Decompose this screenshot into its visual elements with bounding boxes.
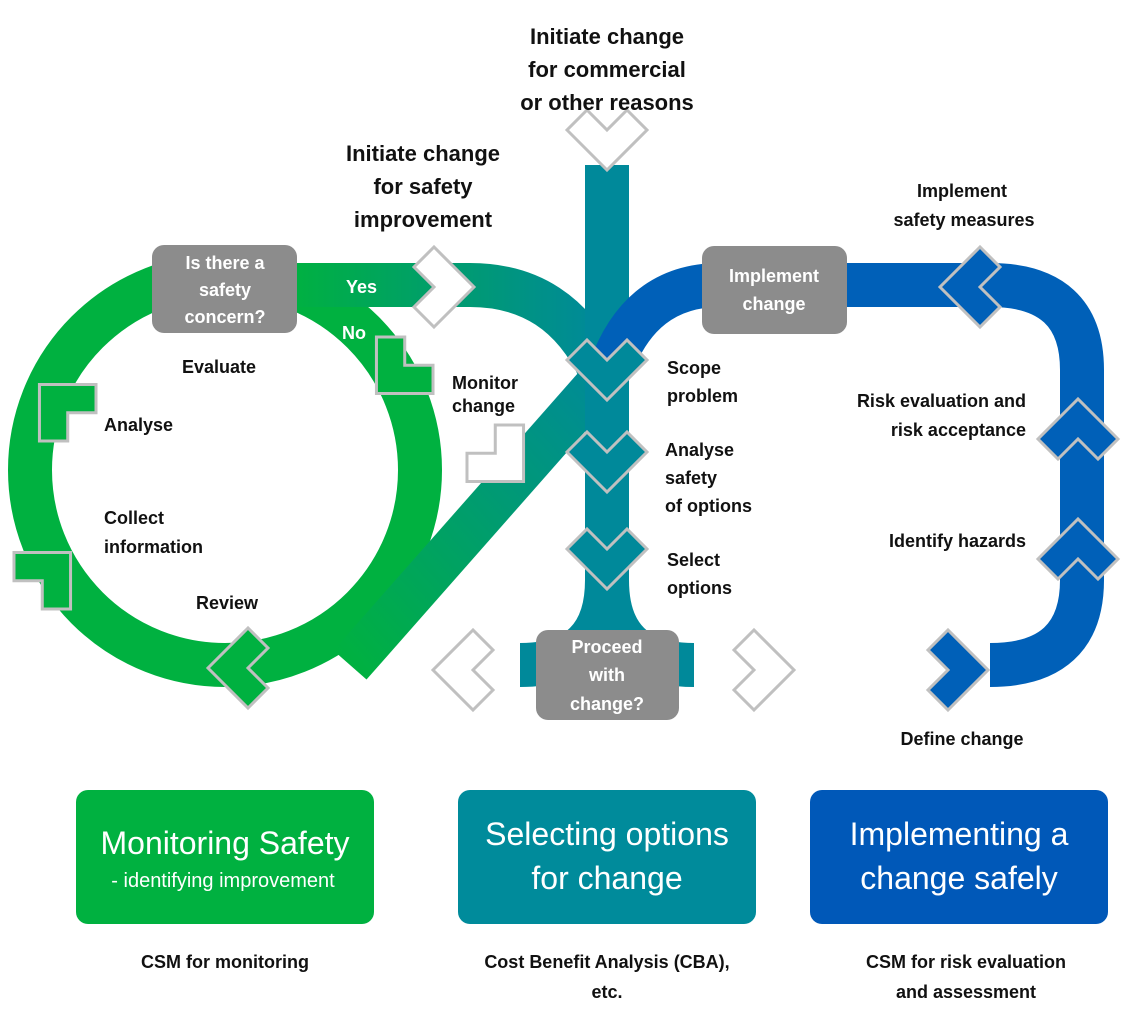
proceed-line-2: with: [588, 665, 625, 685]
monitor-change-label-2: change: [452, 396, 515, 416]
concern-yes-label: Yes: [346, 277, 377, 297]
method-monitoring: CSM for monitoring: [141, 952, 309, 972]
collect-label-1: Collect: [104, 508, 164, 528]
scope-label-2: problem: [667, 386, 738, 406]
review-chevron: [205, 625, 271, 711]
method-implementing-2: and assessment: [896, 982, 1036, 1002]
monitor-change-label-1: Monitor: [452, 373, 518, 393]
analyse-safety-label-2: safety: [665, 468, 717, 488]
select-label-2: options: [667, 578, 732, 598]
implement-measures-chevron: [937, 244, 1003, 330]
collect-chevron: [12, 550, 73, 611]
implement-change-line-1: Implement: [729, 266, 819, 286]
implement-measures-label-2: safety measures: [893, 210, 1034, 230]
start-safety-line-1: Initiate change: [346, 141, 500, 166]
proceed-line-3: change?: [570, 694, 644, 714]
phase-selecting-title-2: for change: [531, 860, 682, 896]
define-change-chevron: [925, 627, 991, 713]
analyse-label: Analyse: [104, 415, 173, 435]
phase-implementing-title-2: change safely: [860, 860, 1057, 896]
method-selecting-1: Cost Benefit Analysis (CBA),: [484, 952, 729, 972]
select-label-1: Select: [667, 550, 720, 570]
collect-label-2: information: [104, 537, 203, 557]
safety-concern-box: Is there a safety concern?: [152, 245, 297, 333]
implement-change-box: Implement change: [702, 246, 847, 334]
analyse-safety-chevron: [564, 429, 650, 495]
phase-implementing: Implementing a change safely: [810, 790, 1108, 924]
phase-implementing-title-1: Implementing a: [850, 816, 1069, 852]
start-safety-line-2: for safety: [373, 174, 473, 199]
start-safety-line-3: improvement: [354, 207, 493, 232]
implementing-loop: [589, 263, 1104, 687]
analyse-safety-label-3: of options: [665, 496, 752, 516]
start-commercial-line-3: or other reasons: [520, 90, 694, 115]
proceed-no-label: No: [488, 659, 512, 679]
define-change-label: Define change: [900, 729, 1023, 749]
concern-no-label: No: [342, 323, 366, 343]
monitor-change-path: [333, 355, 627, 680]
analyse-safety-label-1: Analyse: [665, 440, 734, 460]
safety-concern-line-2: safety: [199, 280, 251, 300]
method-implementing-1: CSM for risk evaluation: [866, 952, 1066, 972]
start-commercial-chevron: [564, 107, 650, 173]
review-label: Review: [196, 593, 259, 613]
identify-hazards-chevron: [1035, 516, 1121, 582]
safety-concern-line-3: concern?: [184, 307, 265, 327]
concern-no-chevron: [374, 335, 435, 396]
chevrons: [12, 107, 1121, 713]
scope-chevron: [564, 337, 650, 403]
monitor-change-chevron: [465, 423, 526, 484]
proceed-yes-label: Yes: [696, 659, 727, 679]
method-selecting-2: etc.: [591, 982, 622, 1002]
phase-monitoring-title: Monitoring Safety: [100, 825, 349, 861]
implement-measures-label-1: Implement: [917, 181, 1007, 201]
start-commercial-line-1: Initiate change: [530, 24, 684, 49]
proceed-yes-chevron: [731, 627, 797, 713]
proceed-box: Proceed with change?: [536, 630, 679, 720]
analyse-chevron: [37, 382, 98, 443]
risk-eval-label-1: Risk evaluation and: [857, 391, 1026, 411]
concern-yes-chevron: [411, 244, 477, 330]
safety-concern-line-1: Is there a: [185, 253, 265, 273]
phase-selecting: Selecting options for change: [458, 790, 756, 924]
risk-eval-label-2: risk acceptance: [891, 420, 1026, 440]
phase-monitoring-subtitle: - identifying improvement: [111, 870, 335, 892]
risk-eval-chevron: [1035, 396, 1121, 462]
implement-change-line-2: change: [742, 294, 805, 314]
start-commercial-label: Initiate change for commercial or other …: [520, 24, 694, 115]
flow-paths: [8, 165, 1104, 687]
phase-monitoring: Monitoring Safety - identifying improvem…: [76, 790, 374, 924]
proceed-line-1: Proceed: [571, 637, 642, 657]
select-chevron: [564, 526, 650, 592]
scope-label-1: Scope: [667, 358, 721, 378]
start-safety-label: Initiate change for safety improvement: [346, 141, 500, 232]
start-commercial-line-2: for commercial: [528, 57, 686, 82]
proceed-no-chevron: [430, 627, 496, 713]
evaluate-label: Evaluate: [182, 357, 256, 377]
identify-hazards-label: Identify hazards: [889, 531, 1026, 551]
phase-selecting-title-1: Selecting options: [485, 816, 729, 852]
